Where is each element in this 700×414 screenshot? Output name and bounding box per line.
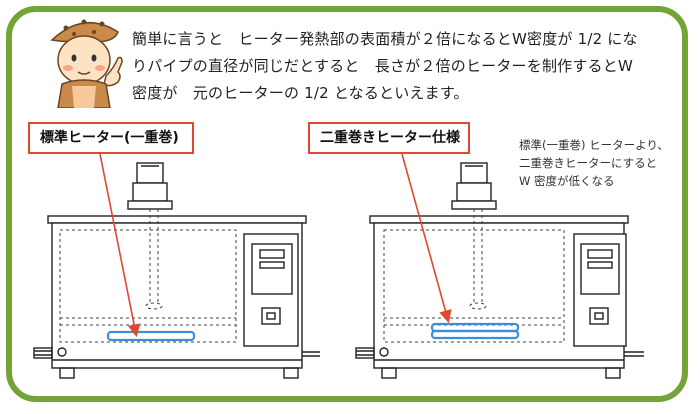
- callout-arrow-right: [401, 153, 452, 324]
- intro-line-2: りパイプの直径が同じだとすると 長さが２倍のヒーターを制作するとW: [132, 57, 633, 75]
- intro-text: 簡単に言うと ヒーター発熱部の表面積が２倍になるとW密度が 1/2 にな りパイ…: [132, 26, 672, 107]
- single-wound-heater-coil: [106, 330, 196, 342]
- mascot-character-illustration: [50, 19, 123, 108]
- intro-line-1: 簡単に言うと ヒーター発熱部の表面積が２倍になるとW密度が 1/2 にな: [132, 30, 638, 48]
- double-wound-heater-coil: [430, 322, 520, 340]
- intro-line-3: 密度が 元のヒーターの 1/2 となるといえます。: [132, 84, 469, 102]
- rounded-green-frame: [6, 6, 688, 402]
- note-line-2: 二重巻きヒーターにすると: [519, 156, 658, 170]
- note-line-3: W 密度が低くなる: [519, 174, 615, 188]
- standard-heater-label: 標準ヒーター(一重巻): [28, 122, 194, 154]
- callout-arrow-left: [99, 153, 141, 338]
- double-wound-heater-tank: [355, 162, 644, 379]
- comparison-note: 標準(一重巻) ヒーターより、 二重巻きヒーターにすると W 密度が低くなる: [519, 136, 669, 190]
- double-heater-label: 二重巻きヒーター仕様: [308, 122, 470, 154]
- standard-heater-tank: [33, 162, 320, 379]
- note-line-1: 標準(一重巻) ヒーターより、: [519, 138, 669, 152]
